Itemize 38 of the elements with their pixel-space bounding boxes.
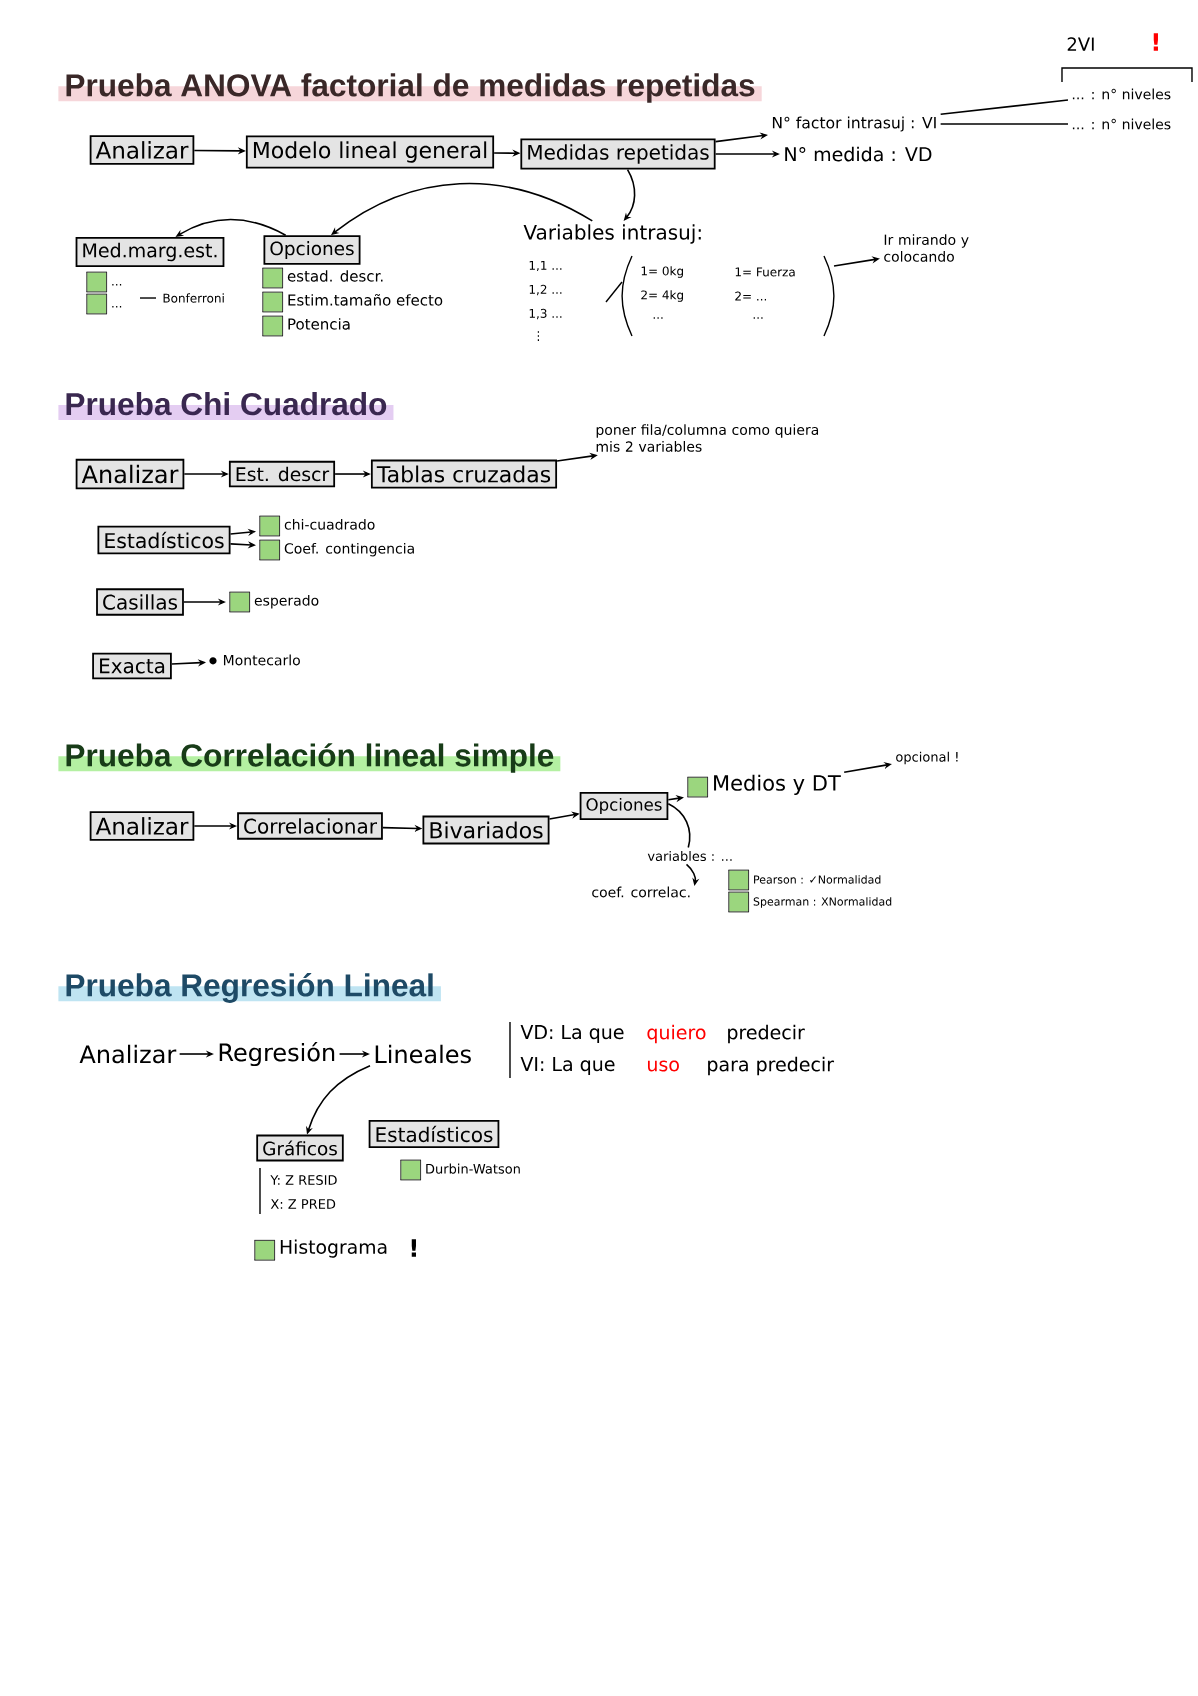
checkbox-item: Histograma	[254, 1239, 387, 1261]
menu-box: Analizar	[89, 811, 195, 841]
menu-box: Tablas cruzadas	[370, 459, 558, 489]
exclamation-mark: !	[411, 1239, 416, 1257]
note-text: VI: La que	[520, 1057, 615, 1075]
note-text: uso	[648, 1060, 679, 1072]
section-heading: Prueba ANOVA factorial de medidas repetidas	[58, 73, 762, 103]
note-text: Analizar	[79, 1044, 177, 1064]
note-text: Regresión	[219, 1041, 335, 1067]
note-text: 2VI	[1067, 37, 1094, 51]
menu-box: Analizar	[89, 135, 195, 165]
menu-box: Est. descr	[228, 460, 336, 488]
note-text: quiero	[647, 1024, 706, 1044]
note-text: predecir	[728, 1024, 805, 1044]
checkbox-item: Medios y DT	[687, 774, 841, 798]
note-text: Lineales	[375, 1044, 471, 1064]
note-text: Variables intrasuj:	[523, 224, 701, 244]
menu-box: Correlacionar	[237, 812, 383, 840]
menu-box: Analizar	[75, 458, 185, 490]
menu-box: Medidas repetidas	[520, 138, 716, 170]
menu-box: Casillas	[96, 588, 184, 616]
note-text: VD: La que	[520, 1025, 624, 1043]
section-heading: Prueba Regresión Lineal	[58, 973, 441, 1003]
section-heading: Prueba Chi Cuadrado	[58, 392, 394, 420]
note-text: N° medida : VD	[785, 146, 932, 162]
menu-box: Med.marg.est.	[75, 236, 225, 268]
exclamation-mark: !	[1153, 33, 1158, 51]
section-heading: Prueba Correlación lineal simple	[58, 743, 561, 773]
menu-box: Opciones	[579, 792, 669, 820]
menu-box: Opciones	[263, 235, 361, 265]
menu-box: Gráficos	[256, 1134, 344, 1162]
menu-box: Estadísticos	[97, 525, 231, 555]
menu-box: Bivariados	[422, 815, 550, 845]
menu-box: Exacta	[92, 652, 172, 680]
menu-box: Estadísticos	[368, 1119, 500, 1149]
node-label: Medios y DT	[714, 774, 841, 795]
note-text: para predecir	[708, 1056, 835, 1076]
menu-box: Modelo lineal general	[245, 135, 495, 169]
